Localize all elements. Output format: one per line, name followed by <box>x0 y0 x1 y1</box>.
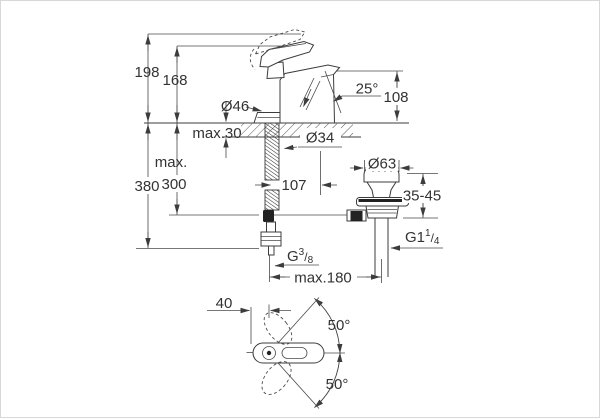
dim-lever-height: 168 <box>162 72 187 89</box>
dim-depth-hose: 300 <box>161 176 186 193</box>
drain-assembly <box>346 167 409 283</box>
faucet-top-outline <box>252 342 325 364</box>
faucet-body <box>249 29 341 124</box>
dimension-arrows <box>145 35 443 280</box>
dim-depth-total: 380 <box>134 178 159 195</box>
dim-max-prefix: max. <box>155 154 188 171</box>
dim-waste-thread: G11/4 <box>405 228 440 247</box>
dim-spout-height: 108 <box>383 89 408 106</box>
dim-base-diameter: Ø46 <box>221 98 249 115</box>
dim-swivel-up: 50° <box>328 317 351 334</box>
dim-waste-clamping-range: 35-45 <box>403 188 441 205</box>
dim-waste-flange-diameter: Ø63 <box>368 156 396 173</box>
label-backings <box>132 88 443 285</box>
faucet-lever <box>259 40 315 68</box>
dim-stream-angle: 25° <box>356 81 379 98</box>
swivel-arcs <box>314 298 343 408</box>
waste-tailpiece <box>374 218 389 277</box>
dim-max-thickness: max.30 <box>192 125 241 142</box>
side-view: 198 168 max.30 Ø46 Ø34 25° 108 107 max. … <box>132 29 443 287</box>
pivot-dot <box>266 350 272 356</box>
dim-hole-diameter: Ø34 <box>306 130 334 147</box>
hose-connector <box>260 231 282 247</box>
water-stream <box>299 70 342 114</box>
dim-offset: 40 <box>216 295 233 312</box>
lever-motion-arc <box>249 48 256 70</box>
rod-coupling-nut <box>350 211 363 221</box>
offset-dimension <box>207 304 291 344</box>
dim-spout-projection: 107 <box>281 177 306 194</box>
lever-slot <box>281 347 308 359</box>
top-view: 40 50° 50° <box>207 295 350 409</box>
waste-locking-nut <box>365 205 400 219</box>
rod-joint-ball <box>263 210 274 222</box>
dim-swivel-down: 50° <box>326 376 349 393</box>
dim-hose-thread: G3/8 <box>287 247 314 266</box>
pivot-circle <box>262 346 276 360</box>
lever-swivel-ghost-down <box>261 361 292 395</box>
dim-total-height: 198 <box>134 64 159 81</box>
mounting-shank <box>260 122 350 282</box>
lever-raised-outline <box>254 29 306 55</box>
dim-max-waste-distance: max.180 <box>294 270 352 287</box>
lever-swivel-ghost-up <box>263 312 293 345</box>
